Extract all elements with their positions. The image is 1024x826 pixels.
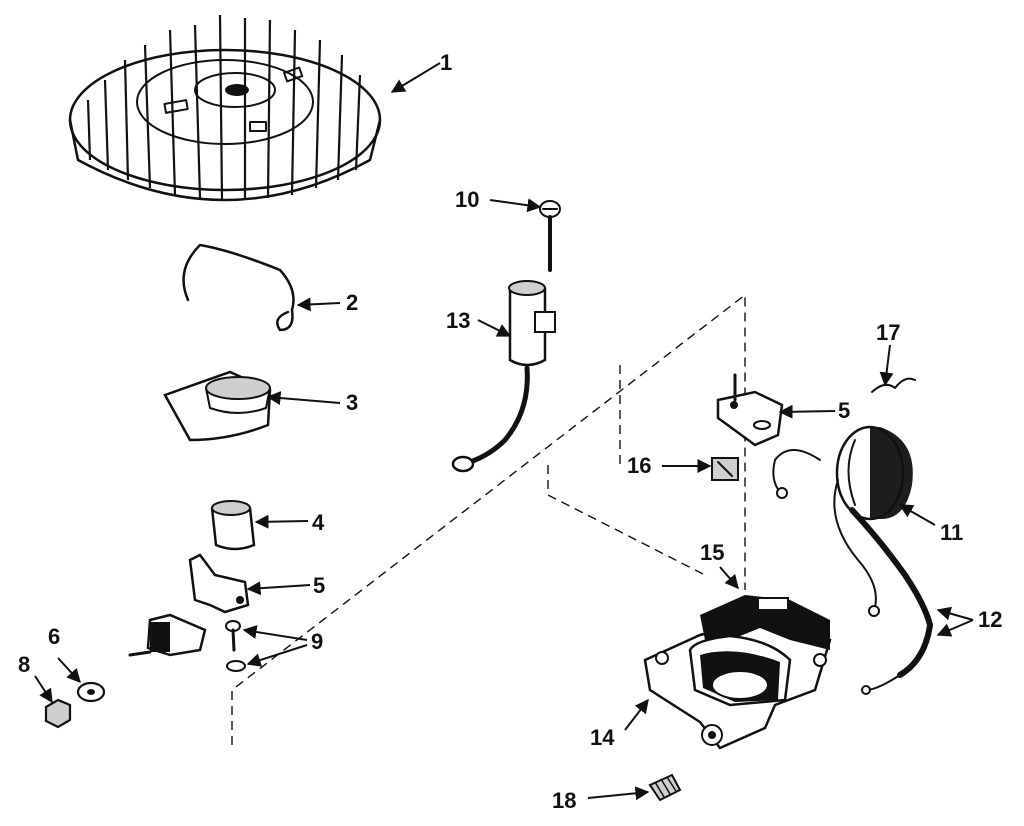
callout-5-right: 5 xyxy=(838,398,850,423)
ignition-coil-drawing xyxy=(772,425,913,521)
top-screw-drawing xyxy=(539,200,561,272)
callout-1: 1 xyxy=(440,50,452,75)
callout-16: 16 xyxy=(627,453,651,478)
flywheel-drawing xyxy=(68,14,382,202)
breaker-arm-right-drawing xyxy=(716,373,784,447)
leader-arrows xyxy=(34,62,974,801)
washer-left-drawing xyxy=(76,681,106,703)
callout-numbers: 1 2 3 4 5 6 8 9 10 11 12 13 14 15 16 17 … xyxy=(18,50,1002,813)
assembly-dashed-lines xyxy=(231,293,746,745)
cam-bushing-drawing xyxy=(210,500,256,551)
callout-8: 8 xyxy=(18,652,30,677)
callout-15: 15 xyxy=(700,540,724,565)
callout-4: 4 xyxy=(312,510,325,535)
callout-18: 18 xyxy=(552,788,576,813)
callout-5-left: 5 xyxy=(313,573,325,598)
callout-6: 6 xyxy=(48,624,60,649)
lead-wires-drawing xyxy=(833,479,933,695)
breaker-arm-left-drawing xyxy=(128,553,250,657)
stator-plate-drawing xyxy=(643,595,832,750)
callout-11: 11 xyxy=(940,520,963,545)
callout-3: 3 xyxy=(346,390,358,415)
set-screw-drawing xyxy=(648,773,682,802)
callout-9: 9 xyxy=(311,629,323,654)
spring-clip-drawing xyxy=(182,243,295,332)
callout-13: 13 xyxy=(446,308,470,333)
callout-12: 12 xyxy=(978,607,1002,632)
dust-cover-drawing xyxy=(163,370,272,442)
small-spring-drawing xyxy=(871,377,916,393)
callout-10: 10 xyxy=(455,187,479,212)
nut-drawing xyxy=(44,698,72,729)
condenser-drawing xyxy=(451,280,556,473)
terminal-clip-drawing xyxy=(711,457,739,481)
callout-2: 2 xyxy=(346,290,358,315)
callout-17: 17 xyxy=(876,320,900,345)
screw-washer-left-drawing xyxy=(225,620,246,672)
callout-14: 14 xyxy=(590,725,615,750)
